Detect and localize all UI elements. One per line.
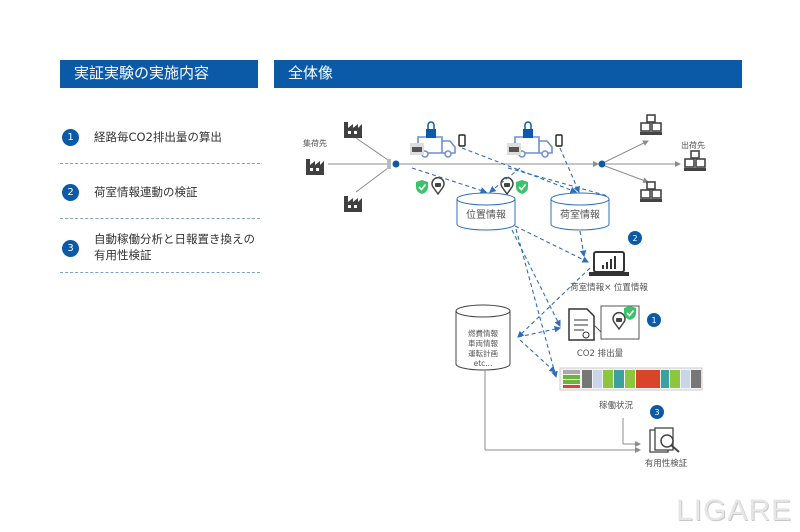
db-line: 車両情報 — [468, 338, 498, 348]
item-text-line1: 自動稼働分析と日報置き換えの — [94, 232, 255, 246]
db-line: 燃費情報 — [468, 328, 498, 338]
badge-1: 1 — [651, 316, 656, 325]
item-text: 荷室情報連動の検証 — [94, 185, 198, 199]
truck-icon — [506, 121, 563, 158]
number-badge — [650, 405, 664, 419]
cargo-boxes-icon — [639, 114, 663, 136]
factory-icon — [344, 122, 362, 138]
factory-icon — [344, 196, 362, 212]
badge-3: 3 — [654, 408, 659, 417]
cargo-boxes-icon — [639, 181, 663, 203]
badge-2: 2 — [632, 234, 637, 243]
section-title-left: 実証実験の実施内容 — [60, 60, 258, 88]
cargo-db — [550, 192, 610, 231]
number-badge — [628, 231, 642, 245]
db-line: etc... — [474, 359, 493, 368]
validation-label: 有用性検証 — [645, 458, 688, 469]
hub-node — [598, 160, 606, 168]
number-badge: 1 — [62, 129, 79, 146]
shield-icon — [415, 179, 429, 195]
section-title-right: 全体像 — [274, 60, 742, 88]
item-text: 経路毎CO2排出量の算出 — [94, 130, 222, 144]
gate-icon — [387, 159, 391, 169]
item-text-line2: 有用性検証 — [94, 248, 152, 262]
laptop-chart-icon — [589, 251, 629, 276]
hub-node — [392, 160, 400, 168]
operation-timeline — [559, 367, 703, 391]
location-db — [456, 192, 516, 231]
number-badge: 3 — [62, 240, 79, 257]
truck-icon — [409, 121, 466, 158]
number-badge — [647, 313, 661, 327]
factory-icon — [306, 159, 324, 175]
vehicle-data-db — [455, 304, 511, 371]
data-flow-lines — [411, 147, 609, 379]
location-db-label: 位置情報 — [466, 208, 506, 221]
laptop-label: 荷室情報× 位置情報 — [570, 282, 648, 293]
route-line — [355, 167, 389, 193]
operation-label: 稼働状況 — [599, 400, 634, 411]
location-pin-icon — [500, 176, 514, 195]
list-item: 2 荷室情報連動の検証 — [62, 184, 258, 202]
route-line — [604, 140, 649, 163]
route-line — [355, 137, 389, 161]
location-pin-icon — [431, 176, 445, 195]
list-item: 3 自動稼働分析と日報置き換えの 有用性検証 — [62, 231, 258, 265]
shield-icon — [515, 179, 529, 195]
divider — [60, 218, 260, 219]
divider — [60, 163, 260, 164]
route-line — [604, 165, 649, 184]
number-badge: 2 — [62, 184, 79, 201]
analysis-report-icon — [649, 427, 680, 453]
destination-label: 出荷先 — [681, 140, 705, 150]
divider — [60, 272, 260, 273]
list-item: 1 経路毎CO2排出量の算出 — [62, 129, 258, 147]
watermark-logo: LIGARE — [676, 494, 793, 527]
origin-label: 集荷先 — [303, 138, 327, 148]
cargo-db-label: 荷室情報 — [560, 208, 600, 221]
db-line: 運転計画 — [468, 348, 498, 358]
cargo-boxes-icon — [683, 150, 707, 172]
co2-label: CO2 排出量 — [577, 348, 624, 359]
